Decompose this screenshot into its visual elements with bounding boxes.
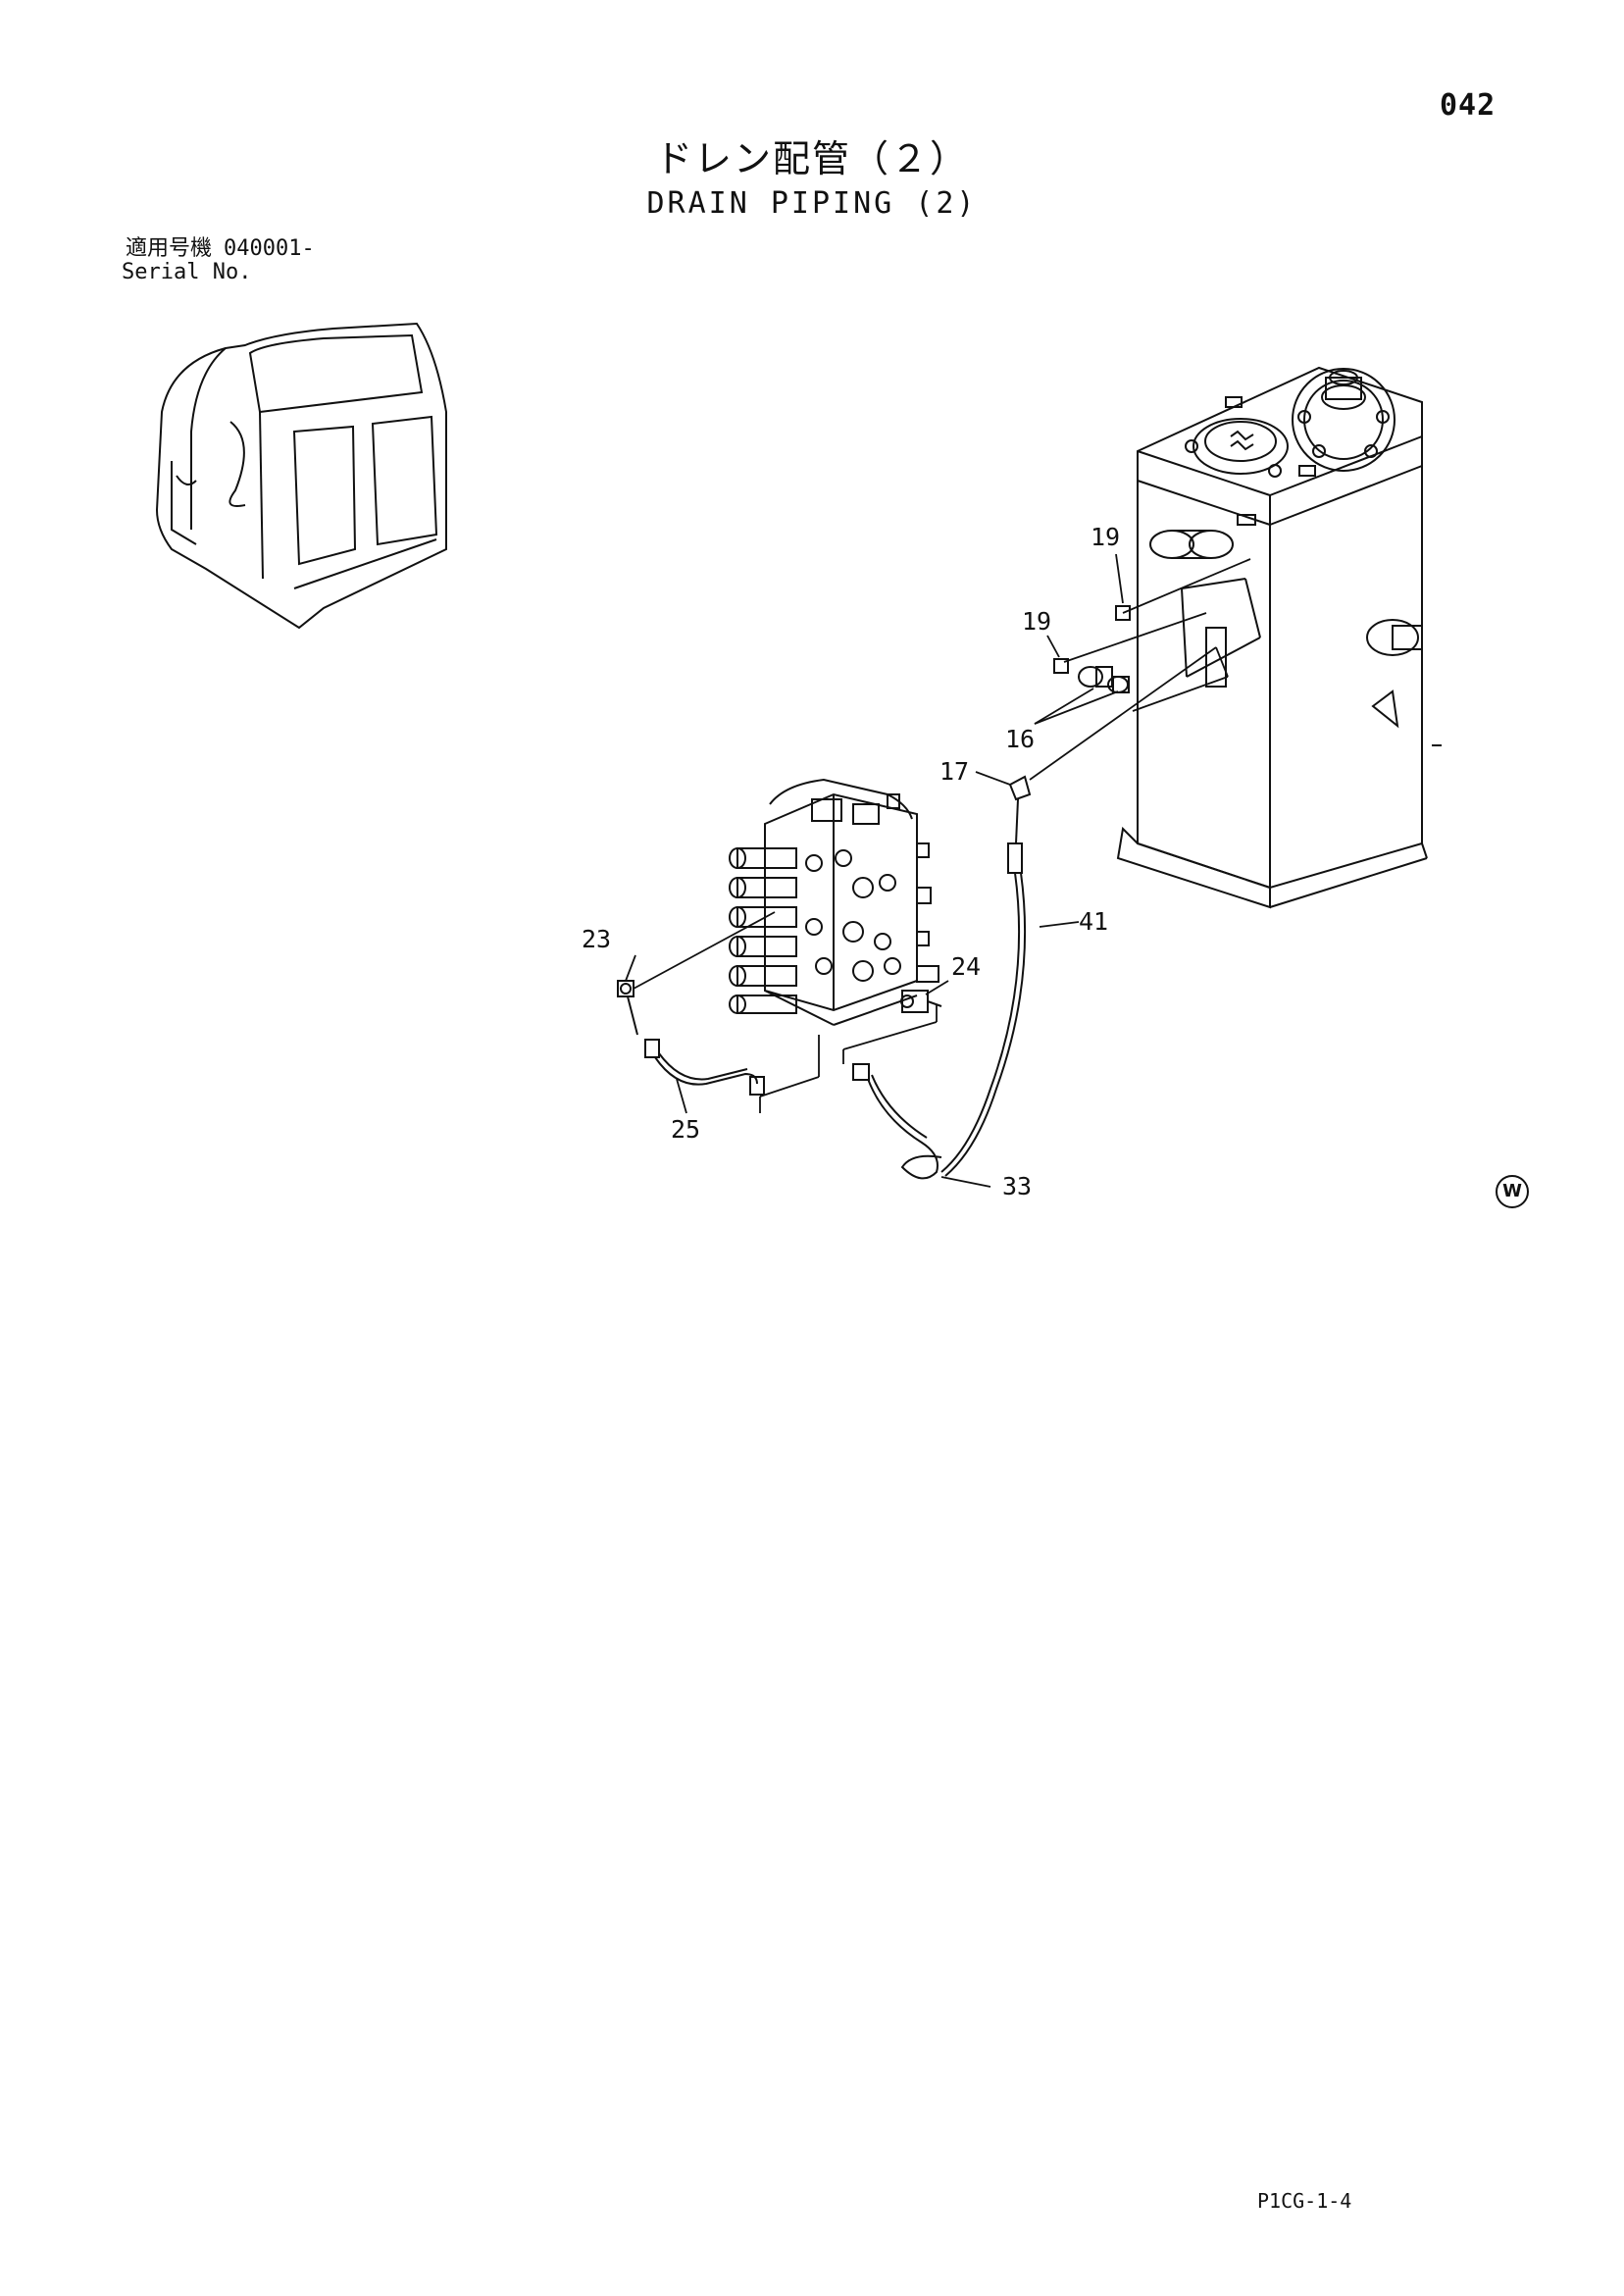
callout-24: 24 [951,952,981,981]
page-number: 042 [1440,88,1497,123]
callout-41: 41 [1079,907,1108,936]
callout-23: 23 [582,925,611,953]
title-english: DRAIN PIPING (2) [646,186,978,221]
title-japanese: ドレン配管（２） [654,137,969,180]
serial-block: 適用号機 040001- Serial No. [122,236,315,284]
elbow-17-hose-41 [940,775,1032,1177]
callout-33: 33 [1002,1172,1032,1200]
watermark-symbol: W [1496,1175,1529,1208]
plug-fittings-19-16 [1053,605,1131,693]
serial-label-japanese: 適用号機 [126,236,213,261]
serial-label-english: Serial No. [122,260,252,284]
hydraulic-tank-illustration [1116,366,1442,909]
callout-17: 17 [939,757,969,786]
callout-16: 16 [1005,725,1035,753]
leader-lines [625,553,1251,1188]
document-code: P1CG-1-4 [1257,2189,1352,2213]
title-block: ドレン配管（２） DRAIN PIPING (2) [0,135,1624,224]
callout-19-lower: 19 [1022,607,1051,636]
callout-25: 25 [671,1115,700,1144]
callout-19-upper: 19 [1091,523,1120,551]
parts-diagram: 19 19 16 17 41 23 24 25 33 [155,322,1442,1200]
cab-locator-illustration [155,322,447,630]
hose-33 [852,1063,942,1180]
serial-value: 040001- [224,236,315,261]
control-valve-illustration [729,778,939,1026]
connector-23-pipe-25 [617,980,765,1096]
connector-24 [900,990,942,1013]
